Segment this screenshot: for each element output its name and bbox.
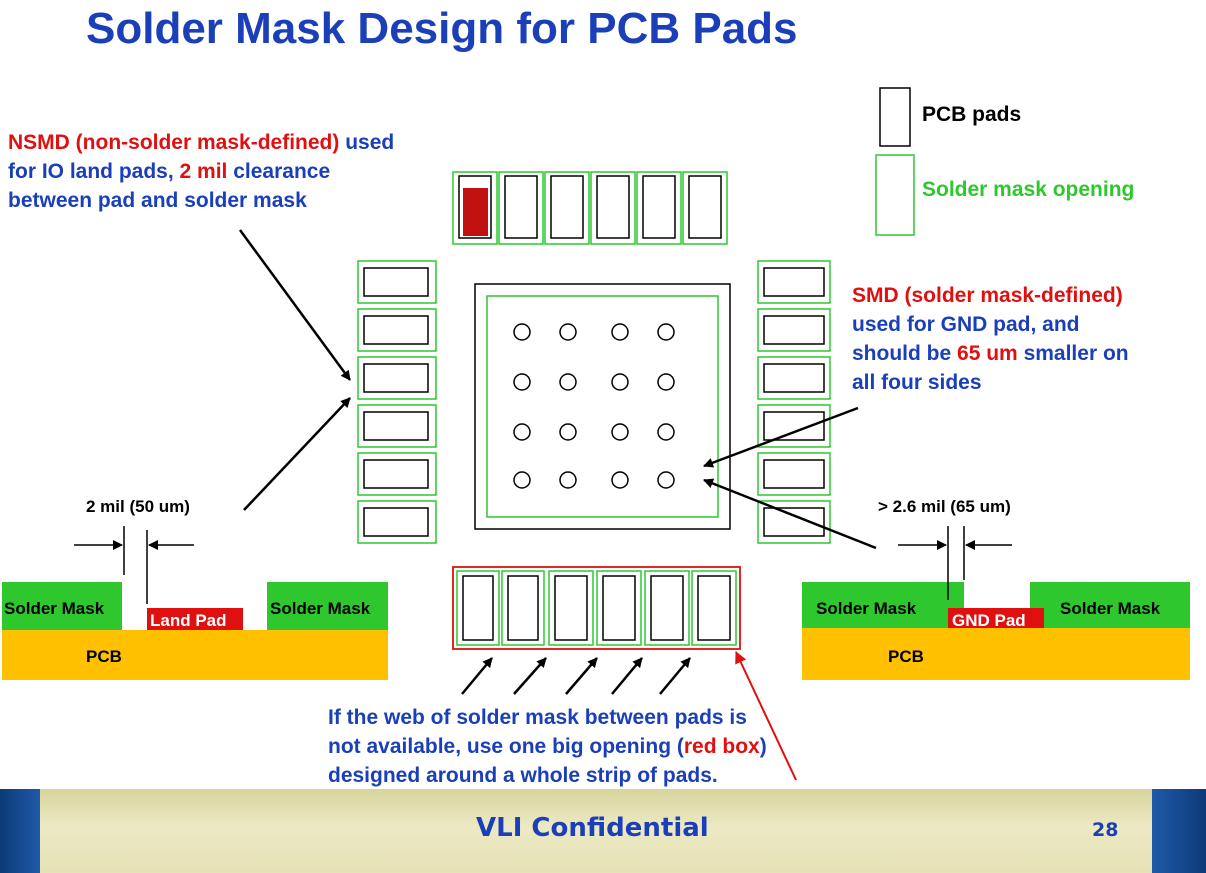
left-pad-column: [357, 260, 437, 544]
right-pad-column: [757, 260, 831, 544]
right-clearance-label: > 2.6 mil (65 um): [878, 497, 1011, 516]
legend-opening-swatch: [875, 154, 915, 236]
smd-term: SMD (solder mask-defined): [852, 284, 1123, 307]
page-title: Solder Mask Design for PCB Pads: [86, 4, 798, 53]
thermal-vias: [513, 323, 675, 489]
right-pcb-label: PCB: [888, 647, 924, 666]
nsmd-line2-value: 2 mil: [179, 160, 228, 183]
page-number: 28: [1092, 819, 1119, 841]
note-line3: designed around a whole strip of pads.: [328, 764, 718, 787]
nsmd-term: NSMD (non-solder mask-defined): [8, 131, 340, 154]
right-gnd-pad-label: GND Pad: [952, 611, 1026, 630]
nsmd-line2-suffix: clearance: [233, 160, 331, 183]
big-opening-red-box: [452, 566, 741, 650]
nsmd-line3: between pad and solder mask: [8, 189, 307, 212]
legend-opening-label: Solder mask opening: [922, 178, 1135, 201]
nsmd-line2-prefix: for IO land pads,: [8, 160, 174, 183]
left-cross-section: [2, 526, 388, 680]
note-line2-prefix: not available, use one big opening (: [328, 735, 684, 758]
left-mask-left-label: Solder Mask: [4, 599, 105, 618]
nsmd-callout: NSMD (non-solder mask-defined) used for …: [8, 128, 394, 215]
bottom-pad-row: [452, 566, 741, 650]
callout-arrows: [238, 229, 877, 695]
smd-line2: used for GND pad, and: [852, 313, 1080, 336]
nsmd-used: used: [345, 131, 395, 154]
smd-line3-suffix: smaller on: [1023, 342, 1129, 365]
gnd-pad: [474, 283, 731, 530]
right-mask-left-label: Solder Mask: [816, 599, 917, 618]
note-line2-suffix: ): [759, 735, 767, 758]
smd-line3-value: 65 um: [957, 342, 1018, 365]
legend: [875, 87, 915, 236]
bottom-note: If the web of solder mask between pads i…: [328, 703, 767, 790]
left-mask-right-label: Solder Mask: [270, 599, 371, 618]
top-pad-row: [452, 171, 728, 245]
smd-line4: all four sides: [852, 371, 982, 394]
left-clearance-label: 2 mil (50 um): [86, 497, 190, 516]
highlighted-pad: [463, 188, 488, 236]
footer-bar: VLI Confidential 28: [0, 789, 1206, 873]
left-pcb-label: PCB: [86, 647, 122, 666]
left-land-pad-label: Land Pad: [150, 611, 227, 630]
red-box-arrow: [735, 651, 797, 781]
confidential-label: VLI Confidential: [476, 813, 709, 843]
smd-line3-prefix: should be: [852, 342, 952, 365]
legend-pad-label: PCB pads: [922, 103, 1022, 126]
legend-pad-swatch: [879, 87, 911, 147]
smd-callout: SMD (solder mask-defined) used for GND p…: [852, 281, 1129, 397]
note-line2-red: red box: [683, 735, 760, 758]
solder-mask-diagram: [2, 87, 1190, 781]
right-cross-section: [802, 526, 1190, 680]
note-line1: If the web of solder mask between pads i…: [328, 706, 747, 729]
right-mask-right-label: Solder Mask: [1060, 599, 1161, 618]
